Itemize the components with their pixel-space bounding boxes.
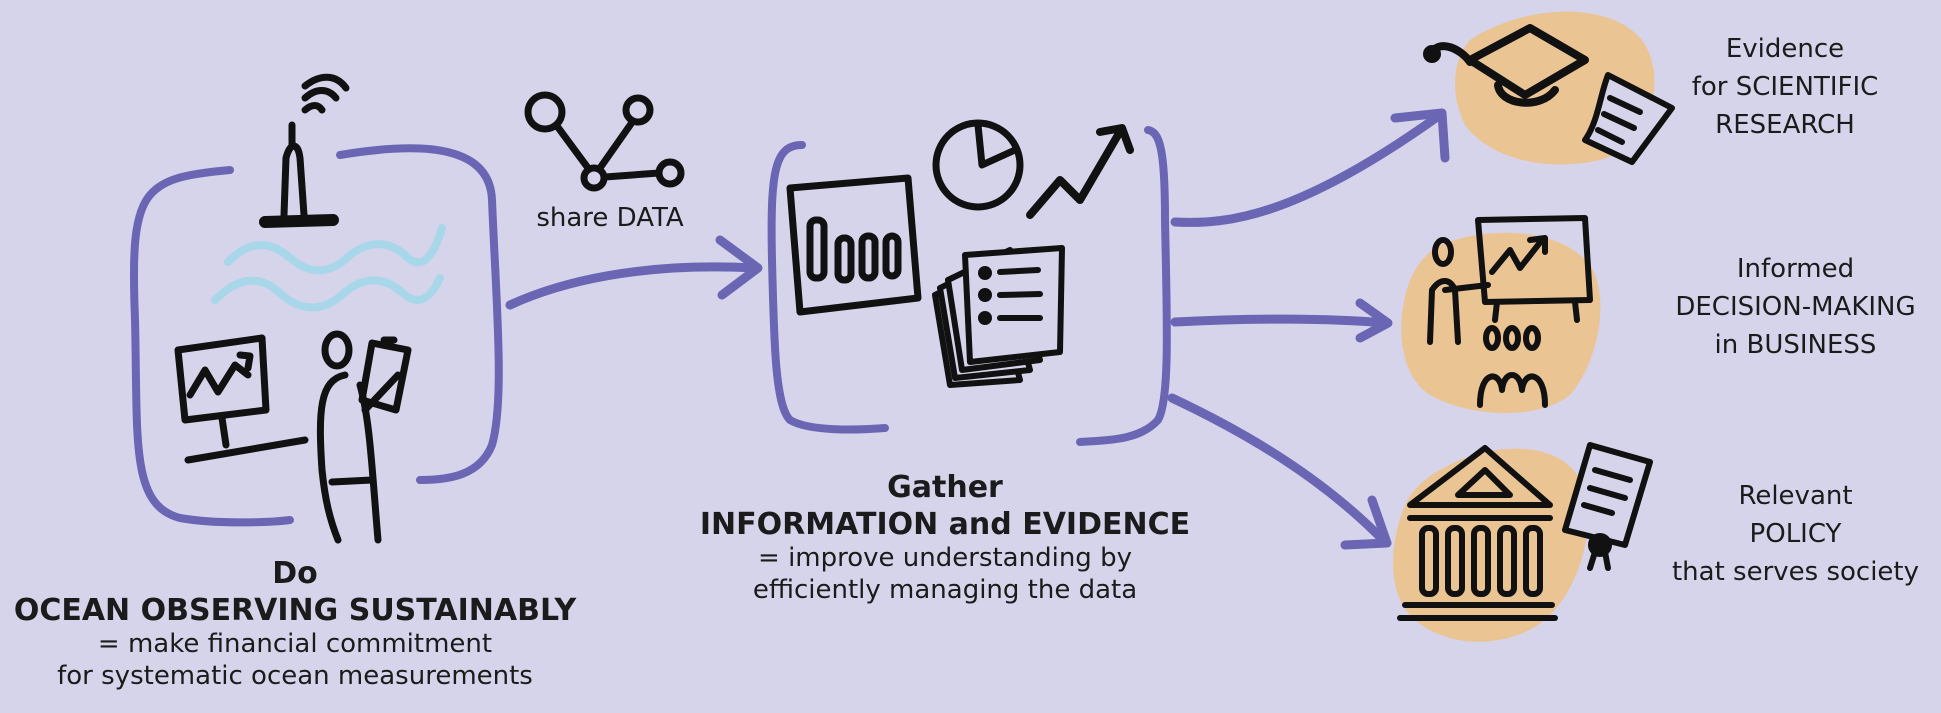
policy-line2: POLICY — [1749, 519, 1842, 549]
research-line2: for SCIENTIFIC — [1691, 72, 1879, 102]
stage1-heading: Do — [272, 556, 318, 591]
business-line3: in BUSINESS — [1714, 330, 1877, 360]
stage1-line2: for systematic ocean measurements — [57, 660, 533, 691]
bar-panel-icon — [786, 174, 922, 316]
audience-icon — [1477, 325, 1548, 408]
business-line2: DECISION-MAKING — [1675, 292, 1916, 322]
government-building-icon — [1397, 445, 1558, 621]
outcome-business: Informed DECISION-MAKING in BUSINESS — [1650, 250, 1941, 364]
stage2-line2: efficiently managing the data — [752, 574, 1138, 605]
business-line1: Informed — [1736, 254, 1855, 284]
certificate-icon — [1562, 442, 1653, 571]
graduation-cap-icon — [1423, 24, 1589, 107]
stage2-title: INFORMATION and EVIDENCE — [699, 506, 1191, 542]
policy-line1: Relevant — [1738, 481, 1853, 511]
trend-arrow-icon — [1026, 124, 1134, 219]
stage2-heading: Gather — [887, 470, 1003, 505]
monitor-chart-icon — [174, 334, 309, 464]
stage2-frame — [767, 126, 1171, 446]
person-clipboard-icon — [316, 330, 412, 544]
document-stack-icon — [932, 245, 1065, 388]
stage2-line1: = improve understanding by — [758, 543, 1132, 574]
waves-icon — [211, 224, 446, 312]
share-data-label: share DATA — [536, 203, 684, 233]
stage1-title: OCEAN OBSERVING SUSTAINABLY — [13, 592, 577, 628]
pie-chart-icon — [932, 119, 1024, 211]
document-icon — [1582, 72, 1675, 165]
outcome-policy: Relevant POLICY that serves society — [1650, 477, 1941, 591]
presenter-icon — [1427, 215, 1593, 345]
stage1-caption: Do OCEAN OBSERVING SUSTAINABLY = make fi… — [0, 556, 590, 693]
share-arrow — [505, 235, 763, 310]
stage2-caption: Gather INFORMATION and EVIDENCE = improv… — [690, 470, 1200, 607]
outcome-arrows — [1167, 108, 1450, 550]
buoy-icon — [259, 73, 350, 228]
research-line1: Evidence — [1725, 34, 1845, 64]
outcome-research: Evidence for SCIENTIFIC RESEARCH — [1670, 30, 1900, 144]
network-share-icon — [524, 91, 685, 192]
stage1-frame — [129, 144, 503, 527]
stage1-line1: = make financial commitment — [97, 629, 493, 660]
policy-line3: that serves society — [1671, 557, 1920, 587]
business-blob — [1401, 232, 1601, 414]
research-line3: RESEARCH — [1715, 110, 1855, 140]
